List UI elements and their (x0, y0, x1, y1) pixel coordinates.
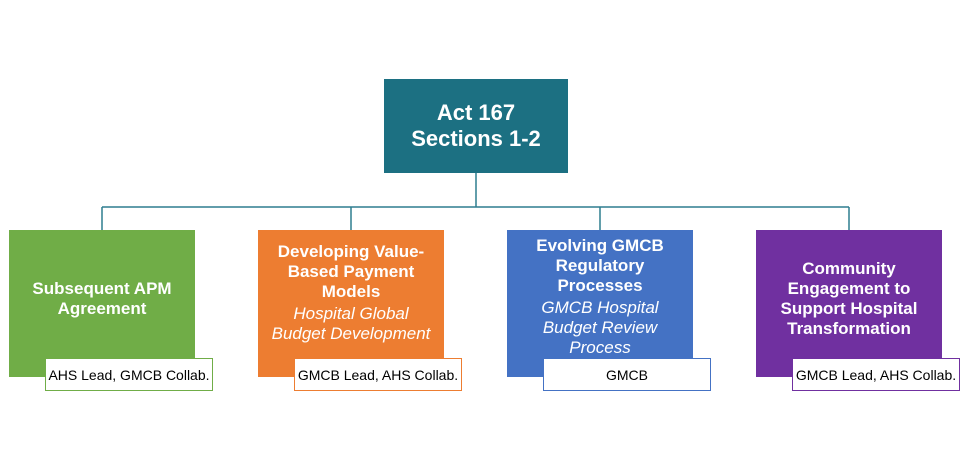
root-line-1: Act 167 (436, 100, 516, 125)
node-subsequent-apm-agreement: Subsequent APM Agreement (9, 230, 195, 377)
root-line-2: Sections 1-2 (411, 126, 541, 151)
node-gmcb-regulatory-processes: Evolving GMCB Regulatory Processes GMCB … (507, 230, 693, 377)
node-title: Subsequent APM Agreement (32, 278, 172, 318)
node-community-engagement: Community Engagement to Support Hospital… (756, 230, 942, 377)
node-subtitle: Hospital Global Budget Development (271, 304, 431, 343)
node-title: Developing Value-Based Payment Models (277, 242, 425, 301)
node-tag: GMCB (543, 358, 711, 391)
node-title: Community Engagement to Support Hospital… (780, 258, 918, 338)
node-tag: GMCB Lead, AHS Collab. (294, 358, 462, 391)
node-tag: AHS Lead, GMCB Collab. (45, 358, 213, 391)
node-value-based-payment-models: Developing Value-Based Payment Models Ho… (258, 230, 444, 377)
node-subtitle: GMCB Hospital Budget Review Process (541, 298, 659, 357)
node-tag: GMCB Lead, AHS Collab. (792, 358, 960, 391)
node-title: Evolving GMCB Regulatory Processes (536, 236, 664, 295)
root-node: Act 167 Sections 1-2 (384, 79, 568, 173)
